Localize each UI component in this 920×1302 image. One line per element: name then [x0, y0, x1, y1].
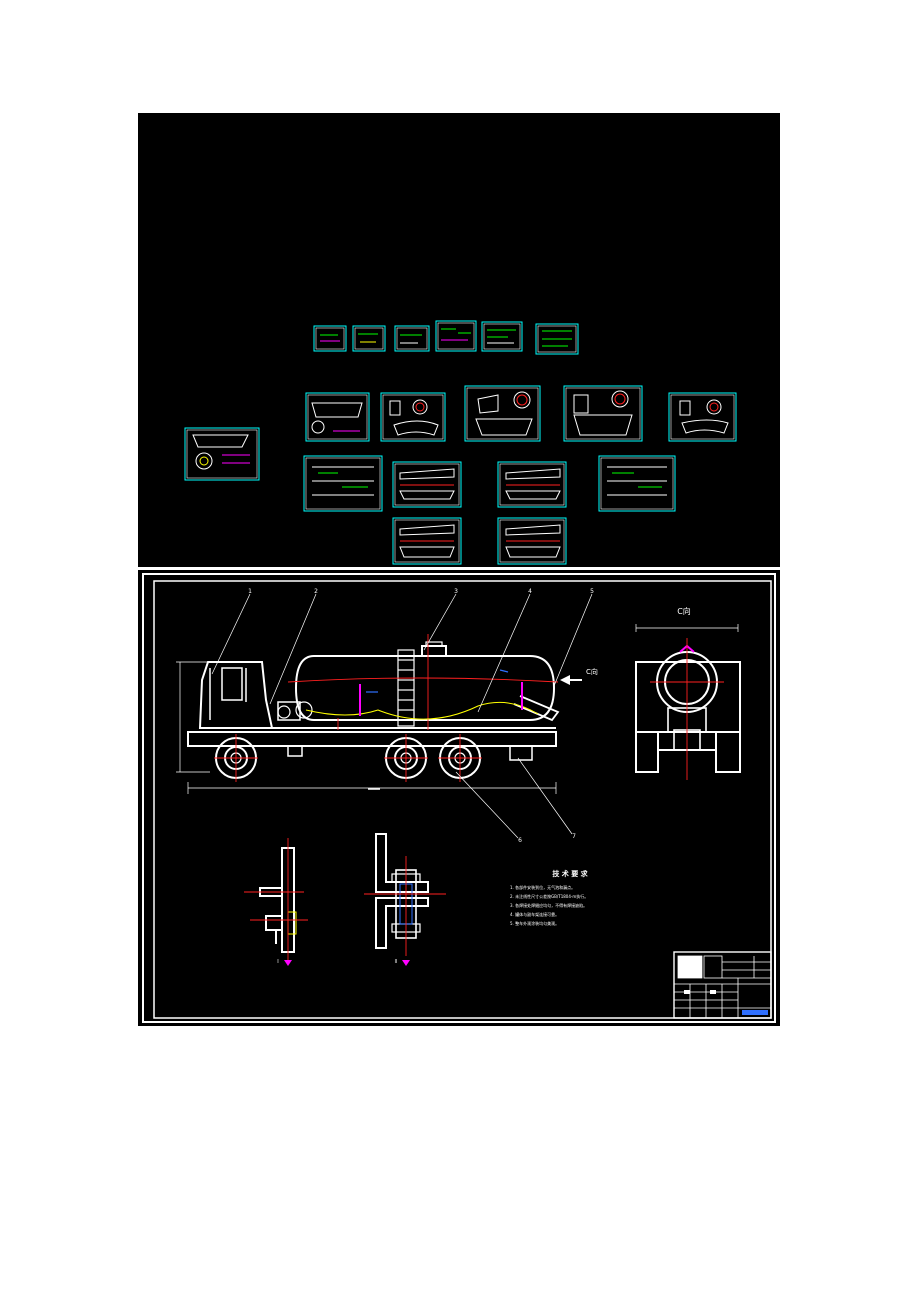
rear-view [635, 624, 741, 773]
tank-body [294, 655, 556, 721]
thumb-chassis-sheet-5[interactable] [392, 517, 462, 565]
part-leaders [211, 593, 593, 839]
thumb-sheet-2[interactable] [352, 325, 386, 352]
thumb-chassis-sheet-4[interactable] [598, 455, 676, 512]
tech-req-item: 1. 各部件安装到位，无气泡和漏点。 [510, 884, 575, 890]
thumb-sheet-6[interactable] [535, 323, 579, 355]
detail-a-label: I [277, 959, 278, 965]
chassis-frame [187, 731, 557, 747]
rear-wheel-left [635, 731, 659, 773]
dimension-lines [176, 661, 557, 794]
c-direction-arrow: C向 [560, 667, 598, 685]
truck-cab [198, 661, 274, 729]
outer-frame [142, 573, 776, 1023]
thumb-tank-sheet-3[interactable] [464, 385, 541, 442]
rear-body [635, 661, 741, 733]
thumb-sheet-3[interactable] [394, 325, 430, 352]
discharge-pipe [513, 695, 560, 722]
tech-req-item: 5. 整车外观涂装均匀美观。 [510, 920, 559, 926]
part-label-7: 7 [572, 833, 576, 840]
part-label-2: 2 [314, 588, 318, 595]
tool-box [509, 745, 533, 761]
thumb-chassis-sheet-2[interactable] [392, 461, 462, 508]
tech-req-item: 4. 罐体与副车架连接可靠。 [510, 911, 559, 917]
note-leaders [366, 669, 509, 693]
thumb-sheet-5[interactable] [481, 321, 523, 352]
detail-view-a: I [244, 838, 308, 966]
part-label-4: 4 [528, 588, 532, 595]
rear-wheel-right [715, 731, 741, 773]
section-markers [359, 682, 523, 716]
assembly-drawing-panel: 1 2 3 4 5 6 7 C向 C向 [138, 570, 780, 1026]
c-direction-label: C向 [586, 667, 598, 676]
part-label-6: 6 [518, 837, 522, 844]
assembly-canvas: 1 2 3 4 5 6 7 C向 C向 [142, 573, 776, 1023]
tech-req-item: 2. 未注线性尺寸公差按GB/T1804-m执行。 [510, 893, 588, 899]
title-block [673, 951, 772, 1019]
overview-canvas [184, 320, 737, 565]
cab-window [221, 667, 243, 701]
detail-view-b: II [364, 833, 446, 966]
part-label-5: 5 [590, 588, 594, 595]
thumb-sheet-4[interactable] [435, 320, 477, 352]
thumb-tank-sheet-2[interactable] [380, 392, 446, 442]
thumb-chassis-sheet-6[interactable] [497, 517, 567, 565]
tech-req-item: 3. 各焊接处焊缝应均匀，不得有焊接缺陷。 [510, 902, 587, 908]
thumb-tank-sheet-4[interactable] [563, 385, 643, 442]
part-label-1: 1 [248, 588, 252, 595]
thumb-chassis-sheet-3[interactable] [497, 461, 567, 508]
suction-hose [305, 701, 539, 720]
rear-view-center-lines [650, 638, 724, 780]
view-c-title: C向 [677, 606, 691, 616]
tech-req-list: 1. 各部件安装到位，无气泡和漏点。 2. 未注线性尺寸公差按GB/T1804-… [510, 884, 588, 926]
detail-b-label: II [395, 959, 398, 965]
thumb-sheet-1[interactable] [313, 325, 347, 352]
tech-req-title: 技 术 要 求 [552, 869, 588, 878]
inner-frame [153, 580, 772, 1019]
thumb-tank-sheet-1[interactable] [305, 392, 370, 442]
thumb-tank-sheet-5[interactable] [668, 392, 737, 442]
center-lines [214, 634, 559, 782]
tank-ladder [397, 649, 415, 727]
part-label-3: 3 [454, 588, 458, 595]
thumb-assembly-small[interactable] [184, 427, 260, 481]
thumb-chassis-sheet-1[interactable] [303, 455, 383, 512]
drawing-overview-panel [138, 113, 780, 567]
